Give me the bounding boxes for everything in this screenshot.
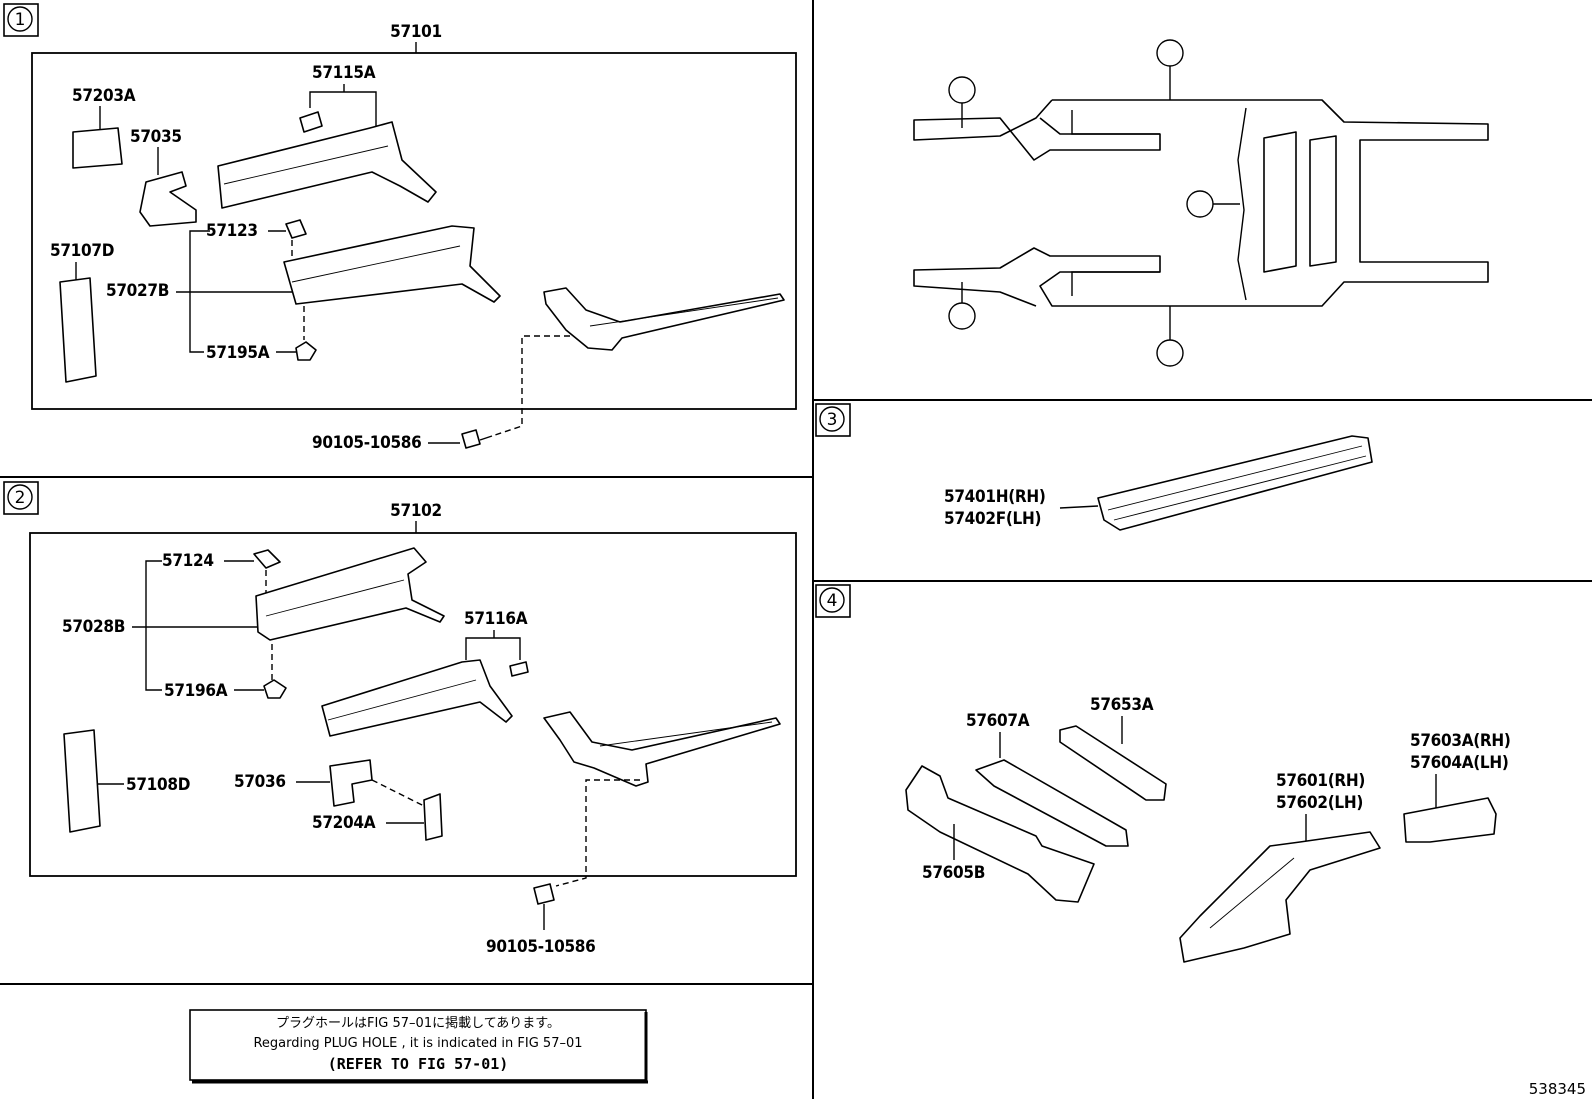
part-57653a-drawing xyxy=(1059,725,1167,801)
section-2-number: 2 xyxy=(15,488,26,508)
underbody-overview xyxy=(913,39,1489,367)
part-57603a-label: 57603A(RH) xyxy=(1410,731,1511,751)
section-3-number: 3 xyxy=(827,410,838,430)
rear-floor-side-member-drawing xyxy=(543,287,785,351)
section-4-number: 4 xyxy=(827,591,838,611)
section-1-number: 1 xyxy=(15,10,26,30)
part-57601-label: 57601(RH) xyxy=(1276,771,1365,791)
part-57027b-drawing xyxy=(283,225,501,305)
overview-crossmember-a xyxy=(1263,131,1297,273)
part-57203a-drawing xyxy=(72,127,123,169)
part-57603a-drawing xyxy=(1403,797,1497,843)
part-57607a-label: 57607A xyxy=(966,711,1030,731)
assembly-57101-label: 57101 xyxy=(390,22,442,42)
part-57196a-label: 57196A xyxy=(164,681,228,701)
bolt-1-drawing xyxy=(461,429,481,449)
note-reference-line: (REFER TO FIG 57-01) xyxy=(328,1055,509,1073)
part-57124-label: 57124 xyxy=(162,551,214,571)
part-57115a-clip-drawing xyxy=(299,111,323,133)
overview-crossmember-b xyxy=(1309,135,1337,267)
part-57607a-drawing xyxy=(975,759,1129,847)
part-57195a-drawing xyxy=(295,341,317,361)
section-3-tag: 3 xyxy=(815,403,851,437)
part-57035-label: 57035 xyxy=(130,127,182,147)
rocker-rh-label: 57401H(RH) xyxy=(944,487,1046,507)
rocker-lh-label: 57402F(LH) xyxy=(944,509,1041,529)
part-57107d-label: 57107D xyxy=(50,241,114,261)
part-57027b-label: 57027B xyxy=(106,281,169,301)
part-57115a-label: 57115A xyxy=(312,63,376,83)
section-1-tag: 1 xyxy=(3,3,39,37)
plug-hole-note: プラグホールはFIG 57–01に掲載してあります。 Regarding PLU… xyxy=(189,1009,648,1084)
part-57115a-drawing xyxy=(217,121,437,209)
section-4-tag: 4 xyxy=(815,584,851,618)
assembly-57102-box xyxy=(29,532,797,877)
part-57204a-label: 57204A xyxy=(312,813,376,833)
part-57028b-label: 57028B xyxy=(62,617,125,637)
note-english-line: Regarding PLUG HOLE , it is indicated in… xyxy=(253,1036,582,1051)
overview-marker-2 xyxy=(948,282,976,330)
section-2-tag: 2 xyxy=(3,481,39,515)
rocker-panel-drawing xyxy=(1097,435,1373,531)
assembly-57101-box xyxy=(31,52,797,410)
section-2: 2 57102 57124 57028B 57196A 57116A 57108… xyxy=(3,481,797,957)
section-3: 3 57401H(RH) 57402F(LH) xyxy=(815,403,1373,531)
overview-marker-3-bottom xyxy=(1156,306,1184,367)
part-57116a-clip-drawing xyxy=(509,661,529,677)
part-57116a-drawing xyxy=(321,659,513,737)
part-57124-drawing xyxy=(253,549,281,569)
bolt-2-label: 90105-10586 xyxy=(486,937,595,957)
part-57204a-drawing xyxy=(423,793,443,841)
part-57123-drawing xyxy=(285,219,307,239)
part-57107d-drawing xyxy=(59,277,97,383)
catalog-number: 538345 xyxy=(1529,1080,1586,1098)
part-57036-drawing xyxy=(329,759,373,807)
section-1: 1 57101 57203A 57035 57115A 57107D 57123… xyxy=(3,3,797,453)
part-57116a-label: 57116A xyxy=(464,609,528,629)
part-57203a-label: 57203A xyxy=(72,86,136,106)
part-57108d-drawing xyxy=(63,729,101,833)
overview-marker-4 xyxy=(1186,190,1240,218)
part-57601-drawing xyxy=(1179,831,1381,963)
note-japanese-line: プラグホールはFIG 57–01に掲載してあります。 xyxy=(276,1015,560,1031)
part-57604a-label: 57604A(LH) xyxy=(1410,753,1509,773)
part-57195a-label: 57195A xyxy=(206,343,270,363)
part-57036-label: 57036 xyxy=(234,772,286,792)
part-57108d-label: 57108D xyxy=(126,775,190,795)
part-57605b-drawing xyxy=(905,765,1095,903)
part-57653a-label: 57653A xyxy=(1090,695,1154,715)
overview-marker-3-top xyxy=(1156,39,1184,100)
rear-floor-side-member-2-drawing xyxy=(543,711,781,787)
part-57605b-label: 57605B xyxy=(922,863,985,883)
part-57196a-drawing xyxy=(263,679,287,699)
assembly-57102-label: 57102 xyxy=(390,501,442,521)
overview-marker-1 xyxy=(948,76,976,128)
part-57602-label: 57602(LH) xyxy=(1276,793,1363,813)
part-57035-drawing xyxy=(139,171,197,227)
part-57123-label: 57123 xyxy=(206,221,258,241)
bolt-1-label: 90105-10586 xyxy=(312,433,421,453)
bolt-2-drawing xyxy=(533,883,555,905)
section-4: 4 57653A 57607A 57605B 57603A(RH) 57604A… xyxy=(815,584,1511,963)
